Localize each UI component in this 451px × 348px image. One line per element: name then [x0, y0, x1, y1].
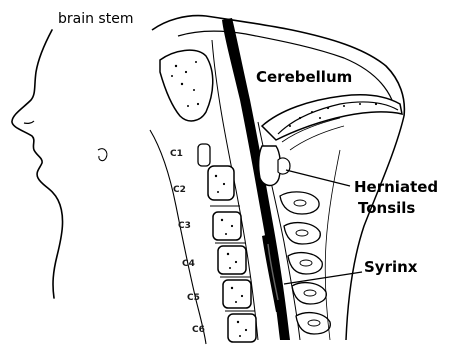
nostril-mark — [24, 121, 34, 123]
skull-base — [160, 50, 213, 121]
label-vertebra-c5: C5 — [187, 294, 200, 303]
vertebra-body-c5 — [223, 280, 251, 308]
vertebra-body-c4 — [218, 246, 246, 274]
neck-muscle-line — [325, 150, 340, 340]
face-profile — [12, 30, 63, 298]
vertebra-body-c2 — [208, 166, 234, 200]
tonsils-leader-line — [286, 170, 350, 186]
vertebra-body-c6 — [228, 314, 256, 342]
label-herniated: Herniated — [354, 180, 438, 195]
label-vertebra-c1: C1 — [170, 150, 183, 159]
label-vertebra-c3: C3 — [178, 222, 191, 231]
herniated-tonsil — [259, 146, 281, 186]
label-brain-stem: brain stem — [58, 12, 133, 26]
vertebra-body-c3 — [213, 212, 241, 240]
label-tonsils: Tonsils — [358, 201, 415, 216]
label-vertebra-c6: C6 — [192, 326, 205, 335]
label-syrinx: Syrinx — [364, 260, 417, 275]
label-vertebra-c2: C2 — [173, 186, 186, 195]
neck-back-skin — [346, 116, 404, 340]
syrinx-leader-line — [284, 272, 362, 284]
herniated-tonsil-rear — [278, 158, 290, 174]
label-vertebra-c4: C4 — [182, 260, 195, 269]
occipital-bone — [262, 95, 402, 140]
label-cerebellum: Cerebellum — [256, 70, 352, 85]
ear-mark — [98, 149, 107, 161]
vertebra-body-c1 — [198, 144, 210, 166]
